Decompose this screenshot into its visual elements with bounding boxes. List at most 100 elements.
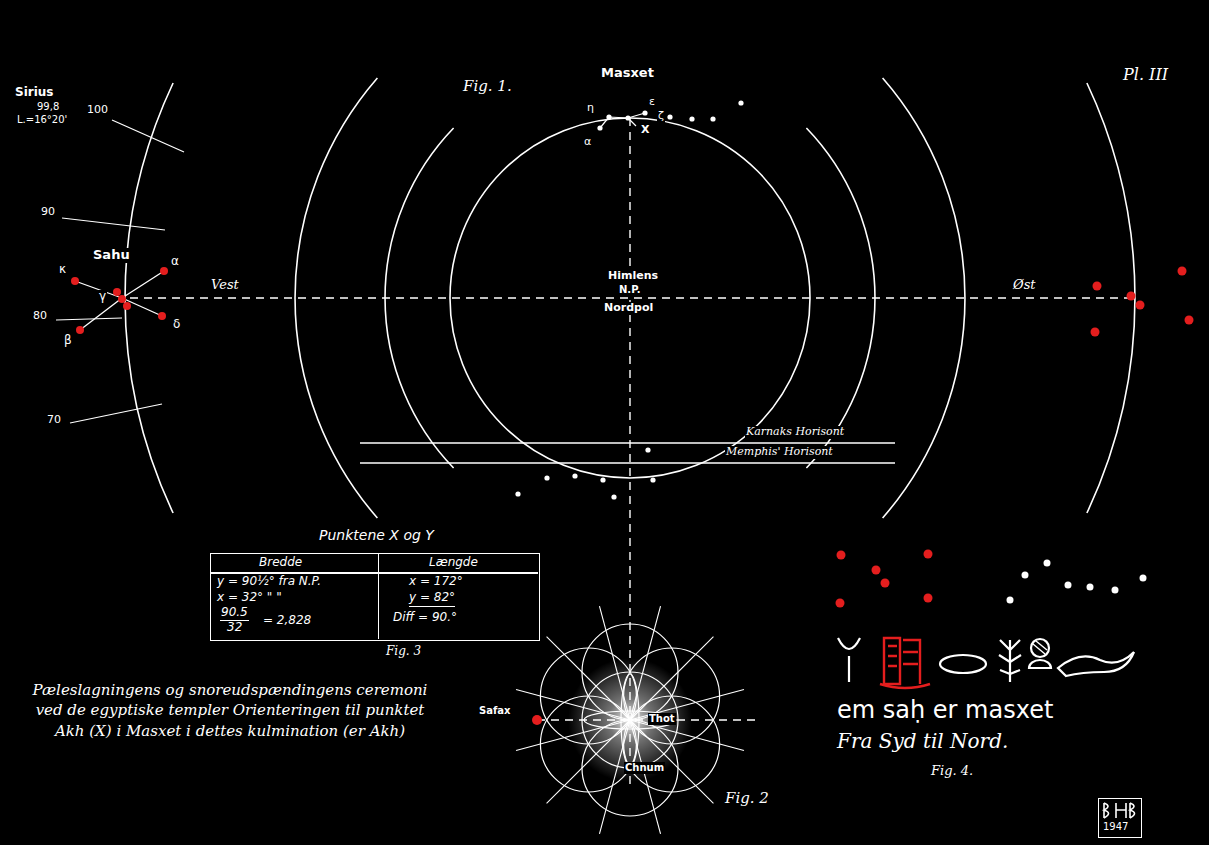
scale-ticks <box>112 120 184 152</box>
rosette <box>532 715 542 725</box>
fig4-stars <box>1140 575 1147 582</box>
chart-label: 80 <box>32 310 48 323</box>
chart-label: Fig. 1. <box>462 78 513 95</box>
horizon-lines <box>360 462 895 463</box>
table-cell: x = 32° " " <box>217 591 282 605</box>
table-cell: Diff = 90.° <box>393 611 457 625</box>
sahu-stars <box>160 267 168 275</box>
fig4-stars <box>836 550 933 608</box>
rosette <box>630 720 661 834</box>
masxet-stars <box>642 110 647 115</box>
east-stars <box>1136 301 1145 310</box>
table-box: Bredde y = 90½° fra N.P. x = 32° " "90.532… <box>210 553 540 641</box>
scale-ticks <box>56 120 184 423</box>
fig4-stars <box>1044 560 1051 567</box>
chart-label: Thot <box>648 713 676 725</box>
hieroglyphs <box>1029 660 1051 668</box>
fig4-stars <box>836 550 1147 608</box>
chart-label: L.=16°20' <box>16 114 68 126</box>
chart-label: γ <box>98 290 107 304</box>
chart-label: Fig. 4. <box>930 764 974 779</box>
sky-arcs <box>450 118 810 478</box>
sahu-stars <box>71 267 168 334</box>
rosette <box>547 637 630 720</box>
chart-label: α <box>170 255 180 269</box>
hieroglyphs <box>1033 641 1047 654</box>
scale-ticks <box>62 218 165 230</box>
sahu-stars <box>118 295 126 303</box>
masxet-stars <box>710 116 715 121</box>
table-cell: x = 172° <box>409 575 463 589</box>
chart-label: ζ <box>657 110 665 123</box>
sahu-stars <box>123 302 131 310</box>
masxet-stars <box>689 116 694 121</box>
chart-label: η <box>586 102 595 115</box>
axis-lines <box>130 297 1135 298</box>
fig4-stars <box>836 599 845 608</box>
chart-label: Chnum <box>624 762 665 774</box>
masxet-stars <box>738 100 743 105</box>
chart-label: 70 <box>46 414 62 427</box>
fig4-stars <box>924 594 933 603</box>
lower-masxet-stars <box>650 477 655 482</box>
hieroglyphs <box>838 638 1134 688</box>
scale-ticks <box>70 404 162 423</box>
lower-masxet-stars <box>572 473 577 478</box>
masxet-stars <box>606 114 611 119</box>
chart-label: ε <box>648 96 656 109</box>
horizon-lines <box>360 443 895 463</box>
chart-label: Vest <box>210 278 240 293</box>
chart-label: X <box>640 124 650 137</box>
scale-ticks <box>56 318 122 320</box>
masxet-stars <box>597 125 602 130</box>
table-column: Længdex = 172°y = 82°Diff = 90.° <box>379 554 538 639</box>
monogram <box>1104 803 1135 818</box>
lower-masxet-stars <box>611 494 616 499</box>
hieroglyphs <box>1058 652 1134 676</box>
rosette <box>630 606 661 720</box>
chart-label: Memphis' Horisont <box>725 446 834 459</box>
hieroglyphs <box>880 638 930 688</box>
sahu-stars <box>113 288 121 296</box>
hieroglyphs <box>903 640 920 684</box>
chart-label: β <box>63 334 73 348</box>
fig4-stars <box>1087 584 1094 591</box>
rosette <box>630 720 744 751</box>
table-cell: 32 <box>227 621 242 635</box>
hieroglyphs <box>999 640 1021 682</box>
table-cell: y = 90½° fra N.P. <box>217 575 321 589</box>
table-heading: Punktene X og Y <box>319 527 434 543</box>
chart-label: em saḥ er masxet <box>836 697 1054 725</box>
rosette <box>516 606 744 834</box>
east-stars <box>1178 267 1187 276</box>
hieroglyphs <box>884 638 900 684</box>
hieroglyphs <box>838 638 860 682</box>
masxet-stars <box>625 115 630 120</box>
chart-label: Fra Syd til Nord. <box>836 730 1009 753</box>
rosette <box>516 720 630 751</box>
table-cell: 90.5 <box>221 606 248 620</box>
plate-caption: Pæleslagningens og snoreudspændingens ce… <box>30 680 430 741</box>
east-stars <box>1093 282 1102 291</box>
chart-label: δ <box>172 318 181 332</box>
rosette <box>582 720 678 816</box>
chart-label: κ <box>58 263 67 277</box>
table-cell: = 2,828 <box>263 614 311 628</box>
masxet-stars <box>600 113 645 128</box>
fig4-stars <box>1112 587 1119 594</box>
sahu-stars <box>122 271 164 298</box>
sky-arcs <box>883 78 965 518</box>
east-stars <box>1091 267 1194 337</box>
hieroglyphs <box>940 655 986 673</box>
monogram <box>1104 803 1109 818</box>
fig4-stars <box>1022 572 1029 579</box>
monogram-box: 1947 <box>1098 798 1142 838</box>
table-cell: Bredde <box>259 556 302 570</box>
chart-label: Fig. 2 <box>724 790 770 807</box>
chart-label: 100 <box>86 104 109 117</box>
sahu-stars <box>75 271 164 330</box>
masxet-stars <box>597 100 743 130</box>
lower-masxet-stars <box>515 447 655 499</box>
rosette <box>516 606 744 834</box>
